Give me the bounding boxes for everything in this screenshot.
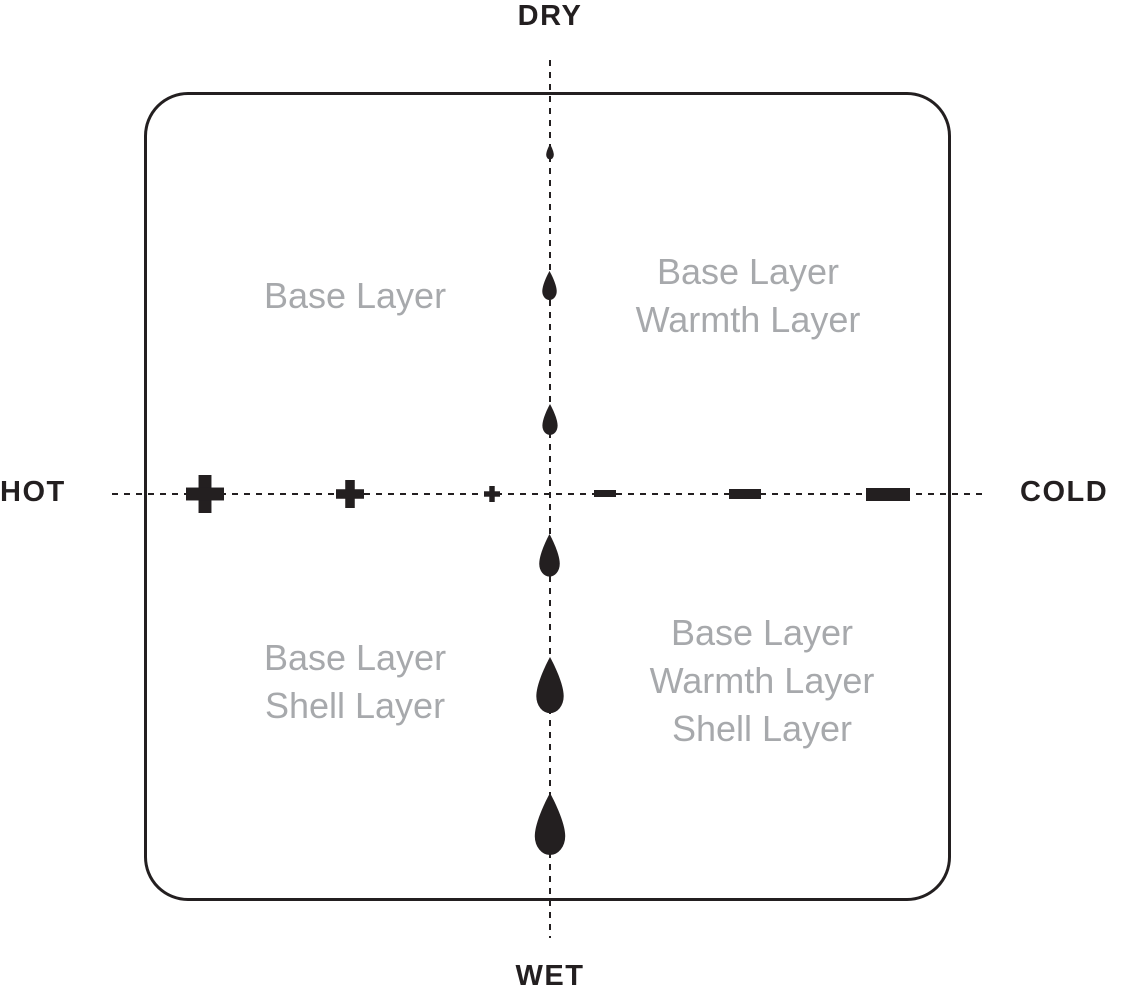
plus-icon [484, 486, 500, 502]
plus-icon [186, 475, 224, 513]
quadrant-label-line: Shell Layer [671, 708, 853, 749]
quadrant-label-line: Base Layer [656, 251, 840, 292]
quadrant-label-cold-dry: Base Layer Warmth Layer [636, 248, 861, 344]
quadrant-frame [144, 92, 951, 901]
axis-label-dry: DRY [517, 0, 583, 32]
droplet-icon [534, 793, 566, 856]
droplet-icon [539, 534, 560, 577]
minus-icon [729, 489, 761, 499]
droplet-icon [546, 144, 554, 160]
droplet-icon [542, 271, 557, 301]
minus-icon [594, 490, 616, 497]
quadrant-label-line: Base Layer [670, 612, 854, 653]
axis-label-hot: HOT [0, 476, 66, 509]
quadrant-label-hot-wet: Base Layer Shell Layer [264, 634, 446, 730]
quadrant-label-line: Shell Layer [264, 685, 446, 726]
axis-label-wet: WET [515, 960, 585, 992]
quadrant-label-hot-dry: Base Layer [264, 272, 446, 320]
quadrant-label-line: Base Layer [263, 275, 447, 316]
quadrant-label-line: Warmth Layer [635, 299, 861, 340]
quadrant-label-line: Warmth Layer [649, 660, 875, 701]
axis-label-cold: COLD [1020, 476, 1109, 509]
quadrant-label-cold-wet: Base Layer Warmth Layer Shell Layer [650, 609, 875, 753]
droplet-icon [536, 657, 564, 714]
droplet-icon [542, 404, 558, 436]
quadrant-label-line: Base Layer [263, 637, 447, 678]
plus-icon [336, 480, 364, 508]
minus-icon [866, 488, 910, 501]
